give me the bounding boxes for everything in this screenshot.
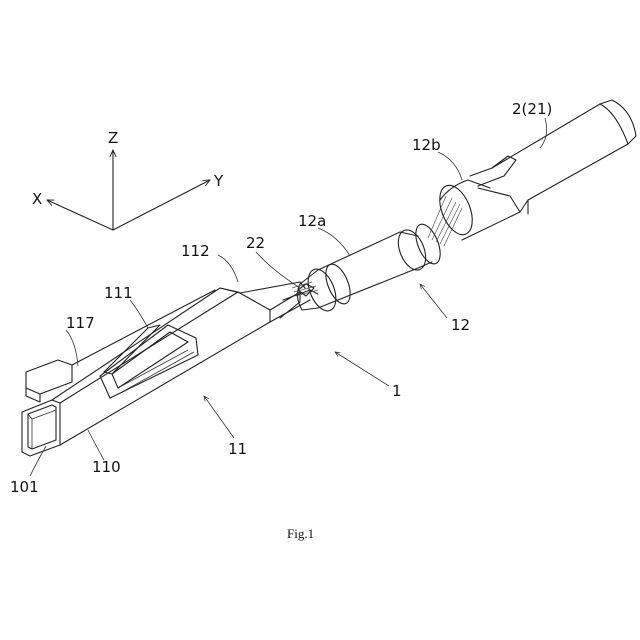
axis-z-label: Z xyxy=(108,129,118,147)
label-117: 117 xyxy=(66,314,95,332)
label-11: 11 xyxy=(228,440,247,458)
label-22: 22 xyxy=(246,234,265,252)
label-110: 110 xyxy=(92,458,121,476)
axis-y-label: Y xyxy=(213,172,224,190)
figure-caption: Fig.1 xyxy=(287,526,314,541)
terminal-body xyxy=(22,100,636,456)
label-112: 112 xyxy=(181,242,210,260)
label-2-21: 2(21) xyxy=(512,100,552,118)
label-1: 1 xyxy=(392,382,402,400)
label-111: 111 xyxy=(104,284,133,302)
label-12: 12 xyxy=(451,316,470,334)
axis-x-label: X xyxy=(32,190,42,208)
coordinate-axes: Z Y X xyxy=(32,129,224,230)
label-101: 101 xyxy=(10,478,39,496)
label-12a: 12a xyxy=(298,212,326,230)
label-12b: 12b xyxy=(412,136,441,154)
